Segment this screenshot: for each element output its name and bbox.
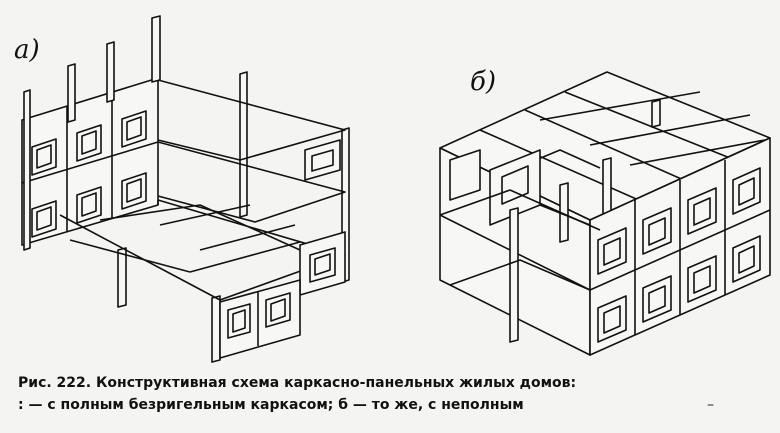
figure-caption: Рис. 222. Конструктивная схема каркасно-… xyxy=(18,372,763,416)
figure-b-label: б) xyxy=(470,67,496,97)
figure-a-slabs xyxy=(59,79,346,301)
figure-b-slabs xyxy=(439,189,601,291)
figure-a-label: а) xyxy=(14,35,40,65)
figure-a-right-wall xyxy=(219,139,346,359)
figure-a-left-wall xyxy=(21,77,159,246)
figure-b: б) xyxy=(439,67,771,356)
figure-a: а) xyxy=(14,15,350,363)
figure-b-right-wall xyxy=(589,137,771,356)
caption-line-2: : — с полным безригельным каркасом; б — … xyxy=(18,397,524,413)
trailing-mark: – xyxy=(707,397,714,413)
caption-line-1: Рис. 222. Конструктивная схема каркасно-… xyxy=(18,375,577,391)
construction-diagram: а) xyxy=(14,15,771,363)
